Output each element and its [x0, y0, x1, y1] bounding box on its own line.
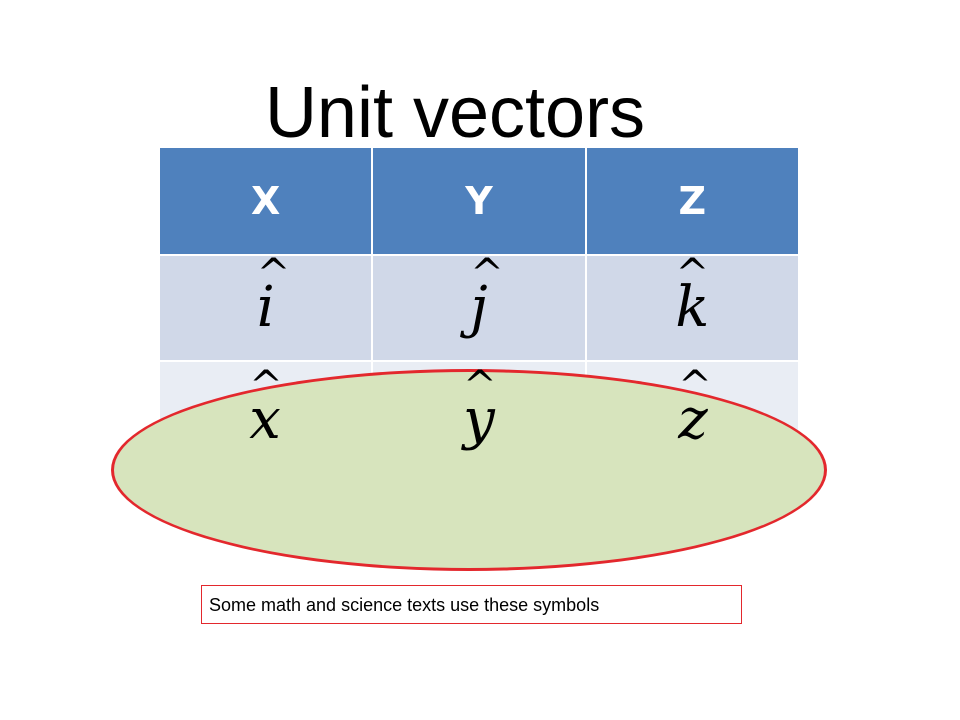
z-letter: z — [678, 387, 708, 452]
k-letter: k — [675, 275, 710, 340]
slide-title: Unit vectors — [264, 73, 646, 153]
cell-j-hat: ^j — [371, 254, 587, 362]
cell-x-hat: ^x — [158, 366, 372, 470]
hat-mark: ^ — [256, 255, 291, 297]
k-hat-symbol: ^k — [675, 257, 709, 336]
header-z: Z — [584, 146, 801, 256]
j-letter: j — [470, 275, 488, 340]
z-hat-symbol: ^z — [678, 366, 712, 448]
i-hat-symbol: ^i — [257, 257, 291, 336]
j-hat-symbol: ^j — [470, 257, 504, 336]
hat-mark: ^ — [470, 255, 504, 297]
header-x: X — [157, 146, 374, 256]
hat-mark: ^ — [463, 363, 497, 409]
y-letter: y — [463, 387, 495, 452]
cell-i-hat: ^i — [157, 254, 374, 362]
table-row-ijk: ^i ^j ^k — [157, 254, 801, 362]
cell-y-hat: ^y — [372, 366, 586, 470]
i-letter: i — [256, 275, 275, 340]
cell-k-hat: ^k — [584, 254, 801, 362]
highlight-ellipse — [111, 369, 827, 571]
hat-mark: ^ — [675, 255, 710, 297]
table-row-xyz: ^x ^y ^z — [158, 366, 800, 470]
hat-mark: ^ — [249, 363, 283, 409]
cell-z-hat: ^z — [586, 366, 800, 470]
table-header-row: X Y Z — [157, 146, 801, 256]
x-hat-symbol: ^x — [249, 366, 283, 448]
note-textbox: Some math and science texts use these sy… — [201, 585, 742, 624]
y-hat-symbol: ^y — [463, 366, 497, 448]
x-letter: x — [249, 387, 281, 452]
hat-mark: ^ — [678, 363, 712, 409]
header-y: Y — [371, 146, 587, 256]
